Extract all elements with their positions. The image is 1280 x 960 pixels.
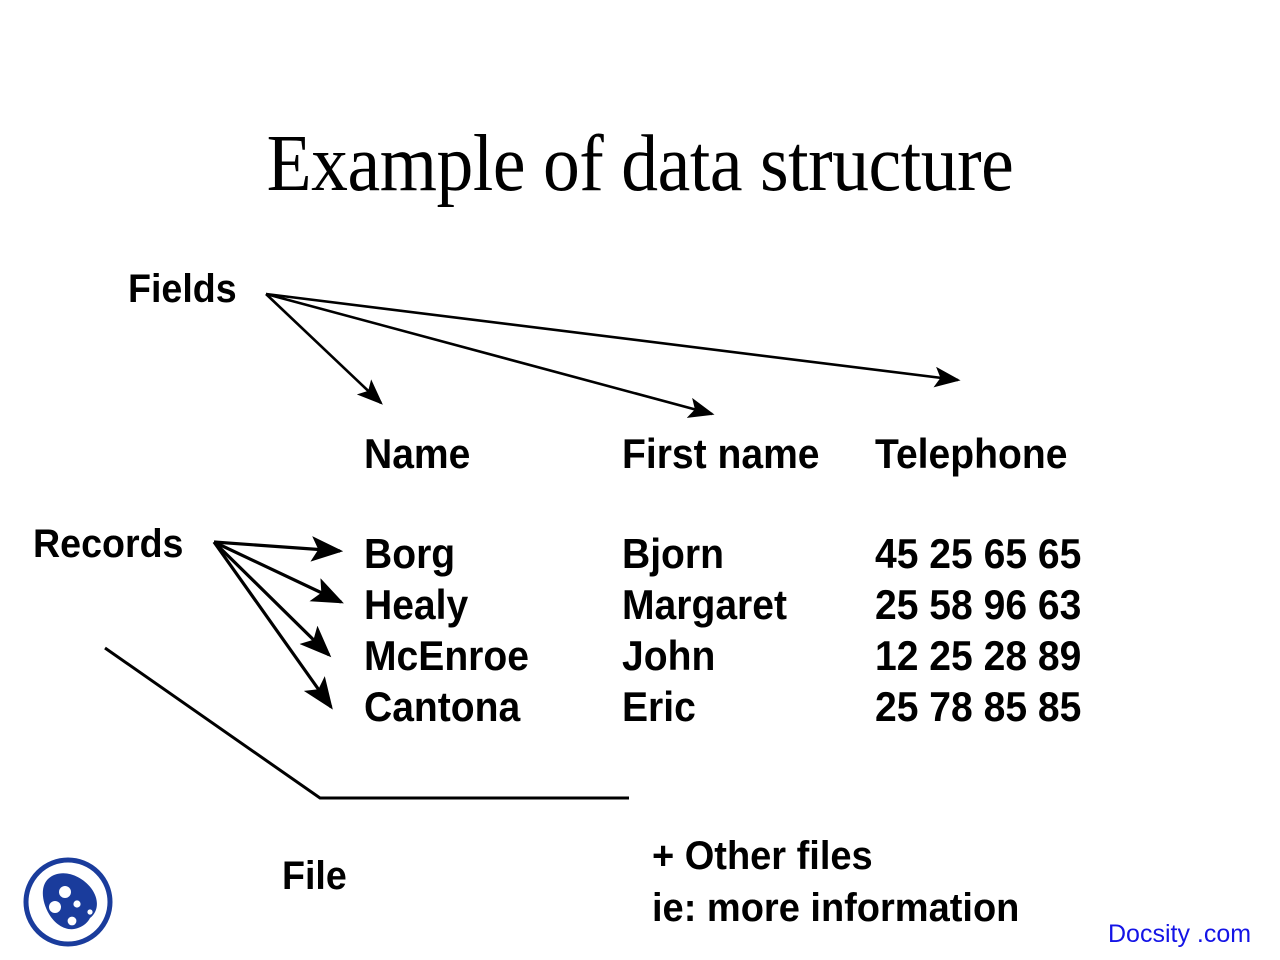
- fields-arrow-first-name: [265, 292, 715, 418]
- cell-first-name: Eric: [622, 683, 696, 730]
- records-arrow-row-1: [213, 536, 344, 562]
- cell-name: Healy: [364, 581, 469, 628]
- cell-first-name: Margaret: [622, 581, 787, 628]
- records-arrow-row-4: [212, 541, 333, 710]
- records-arrow-row-2: [213, 540, 344, 604]
- records-arrow-row-3: [212, 540, 332, 658]
- data-table: Name First name Telephone Borg Bjorn 45 …: [364, 430, 1135, 734]
- records-arrow-group: [212, 536, 344, 710]
- cell-first-name: Bjorn: [622, 530, 724, 577]
- cell-name: Cantona: [364, 683, 521, 730]
- cell-telephone: 12 25 28 89: [875, 632, 1082, 679]
- column-header-first-name: First name: [622, 430, 820, 477]
- cell-name: Borg: [364, 530, 456, 577]
- file-label: File: [282, 854, 347, 898]
- fields-arrow-group: [265, 292, 961, 418]
- cell-name: McEnroe: [364, 632, 529, 679]
- fields-arrow-name: [265, 293, 383, 405]
- column-header-telephone: Telephone: [875, 430, 1068, 477]
- column-header-name: Name: [364, 430, 471, 477]
- fields-arrow-telephone: [265, 292, 961, 388]
- table-row: McEnroe John 12 25 28 89: [364, 632, 1135, 683]
- docsity-logo-icon: [23, 857, 113, 947]
- table-row: Healy Margaret 25 58 96 63: [364, 581, 1135, 632]
- other-files-line-1: + Other files: [652, 834, 873, 878]
- table-row: Borg Bjorn 45 25 65 65: [364, 530, 1135, 581]
- table-row: Cantona Eric 25 78 85 85: [364, 683, 1135, 734]
- cell-telephone: 25 78 85 85: [875, 683, 1082, 730]
- fields-label: Fields: [128, 267, 237, 311]
- cell-first-name: John: [622, 632, 716, 679]
- other-files-note: + Other files ie: more information: [652, 830, 1019, 934]
- watermark-docsity: Docsity .com: [1108, 920, 1252, 948]
- other-files-line-2: ie: more information: [652, 886, 1020, 930]
- records-label: Records: [33, 522, 184, 566]
- table-header-row: Name First name Telephone: [364, 430, 1135, 530]
- cell-telephone: 25 58 96 63: [875, 581, 1082, 628]
- page-title: Example of data structure: [266, 120, 1014, 208]
- cell-telephone: 45 25 65 65: [875, 530, 1082, 577]
